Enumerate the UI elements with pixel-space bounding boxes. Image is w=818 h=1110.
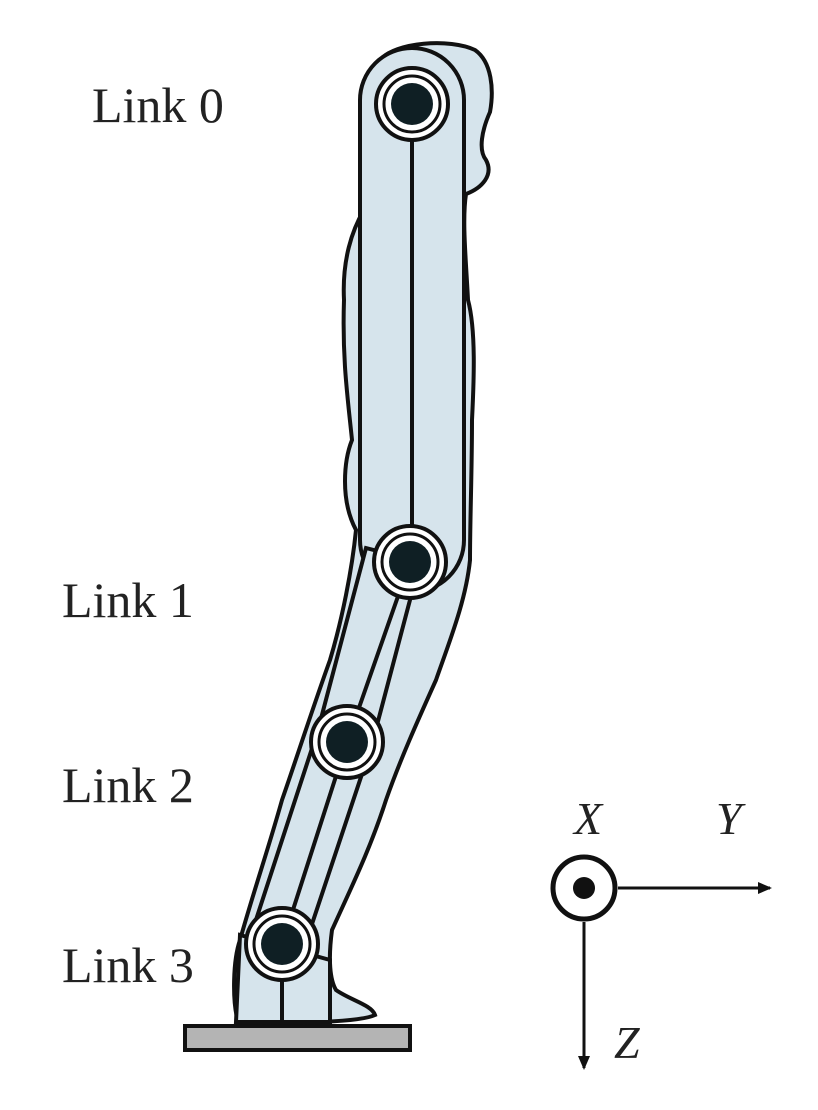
y-axis-label: Y: [716, 793, 746, 844]
z-axis-label: Z: [614, 1017, 640, 1068]
link-3-label: Link 3: [62, 937, 194, 993]
link-0-label: Link 0: [92, 77, 224, 133]
x-axis-label: X: [572, 793, 604, 844]
joint-knee: [309, 704, 385, 780]
link-0-segment: [358, 46, 466, 594]
link-1-label: Link 1: [62, 572, 194, 628]
joint-hip: [372, 524, 448, 600]
joint-ankle: [244, 906, 320, 982]
link-2-label: Link 2: [62, 757, 194, 813]
joint-shoulder: [374, 66, 450, 142]
coordinate-frame: X Y Z: [550, 793, 772, 1070]
ground-plate: [183, 1024, 412, 1052]
